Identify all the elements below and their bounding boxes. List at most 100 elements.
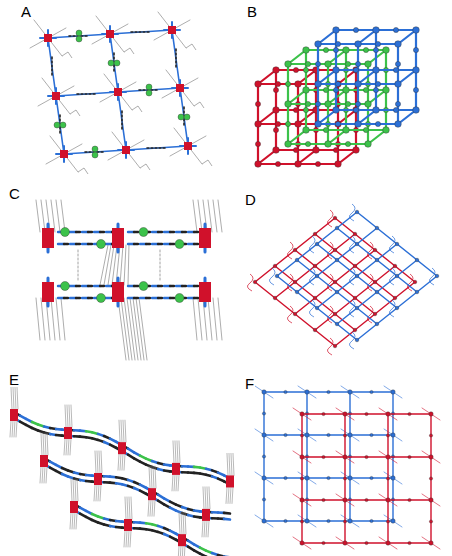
metal-node: [64, 427, 72, 439]
bond-line: [122, 454, 123, 470]
atom-ball: [413, 47, 418, 52]
atom-ball: [97, 240, 106, 249]
bond-line: [177, 441, 178, 463]
bond-line: [218, 555, 224, 556]
ligand-line: [309, 268, 315, 285]
atom-ball: [343, 47, 350, 54]
bond-line: [203, 487, 204, 509]
bond-line: [76, 297, 80, 299]
atom-ball: [373, 248, 377, 252]
bond-line: [68, 439, 69, 455]
bond-line: [208, 298, 212, 340]
ligand-line: [389, 300, 395, 317]
bond-line: [233, 453, 234, 475]
bond-line: [43, 433, 44, 455]
atom-ball: [355, 41, 362, 48]
atom-ball: [429, 412, 433, 416]
metal-node: [42, 282, 54, 302]
atom-ball: [300, 520, 303, 523]
atom-ball: [262, 455, 265, 458]
bond-line: [61, 200, 65, 232]
bond-line: [95, 451, 96, 473]
bond-line: [119, 420, 120, 442]
atom-ball: [305, 101, 310, 106]
atom-ball: [92, 146, 98, 152]
metal-node: [118, 442, 126, 454]
atom-ball: [303, 47, 310, 54]
bond-line: [118, 92, 126, 150]
atom-ball: [313, 264, 317, 268]
atom-ball: [413, 27, 420, 34]
atom-ball: [415, 290, 419, 294]
atom-ball: [61, 282, 70, 291]
bond-line: [92, 24, 128, 44]
bond-line: [379, 451, 397, 463]
atom-ball: [285, 81, 290, 86]
bond-line: [125, 420, 126, 442]
bond-line: [134, 285, 138, 287]
bond-line: [100, 231, 104, 233]
atom-ball: [355, 101, 360, 106]
panel-letter: C: [8, 186, 21, 201]
bond-line: [202, 521, 203, 537]
bond-line: [12, 421, 13, 437]
atom-ball: [373, 27, 380, 34]
atom-ball: [375, 81, 380, 86]
atom-ball: [355, 306, 359, 310]
bond-line: [155, 466, 156, 488]
atom-ball: [365, 498, 368, 501]
bond-line: [178, 546, 179, 556]
bond-line: [118, 454, 119, 470]
bond-line: [298, 429, 316, 441]
atom-ball: [370, 433, 373, 436]
atom-ball: [333, 147, 338, 152]
metal-node: [60, 150, 68, 158]
bond-line: [264, 391, 393, 392]
metal-node: [172, 463, 180, 475]
atom-ball: [333, 107, 340, 114]
atom-ball: [335, 258, 339, 262]
ligand-line: [287, 306, 293, 323]
atom-ball: [293, 67, 298, 72]
atom-ball: [273, 107, 280, 114]
atom-ball: [327, 433, 330, 436]
atom-ball: [295, 290, 299, 294]
atom-ball: [305, 519, 309, 523]
atom-ball: [61, 228, 70, 237]
atom-ball: [355, 61, 360, 66]
bond-line: [110, 30, 172, 34]
atom-ball: [315, 61, 320, 66]
bond-line: [108, 140, 144, 160]
atom-ball: [262, 390, 266, 394]
panel-c-layers: [36, 200, 222, 360]
atom-ball: [375, 322, 379, 326]
atom-ball: [54, 122, 60, 128]
bond-line: [76, 285, 80, 287]
atom-ball: [370, 476, 373, 479]
atom-ball: [315, 41, 322, 48]
atom-ball: [322, 541, 325, 544]
atom-ball: [284, 476, 287, 479]
atom-ball: [345, 61, 350, 66]
bond-line: [218, 200, 222, 232]
bond-line: [99, 451, 100, 473]
bond-line: [125, 497, 126, 519]
atom-ball: [395, 121, 402, 128]
bond-line: [208, 521, 209, 537]
bond-line: [336, 451, 354, 463]
atom-ball: [355, 121, 362, 128]
bond-line: [422, 494, 440, 506]
metal-node: [124, 519, 132, 531]
atom-ball: [373, 107, 380, 114]
bond-line: [17, 387, 18, 409]
atom-ball: [429, 520, 432, 523]
bond-line: [336, 494, 354, 506]
atom-ball: [333, 248, 337, 252]
atom-ball: [315, 121, 320, 126]
bond-line: [51, 200, 55, 232]
atom-ball: [429, 455, 433, 459]
atom-ball: [255, 101, 260, 106]
bond-line: [146, 243, 150, 245]
bond-line: [38, 86, 74, 106]
atom-ball: [262, 433, 266, 437]
